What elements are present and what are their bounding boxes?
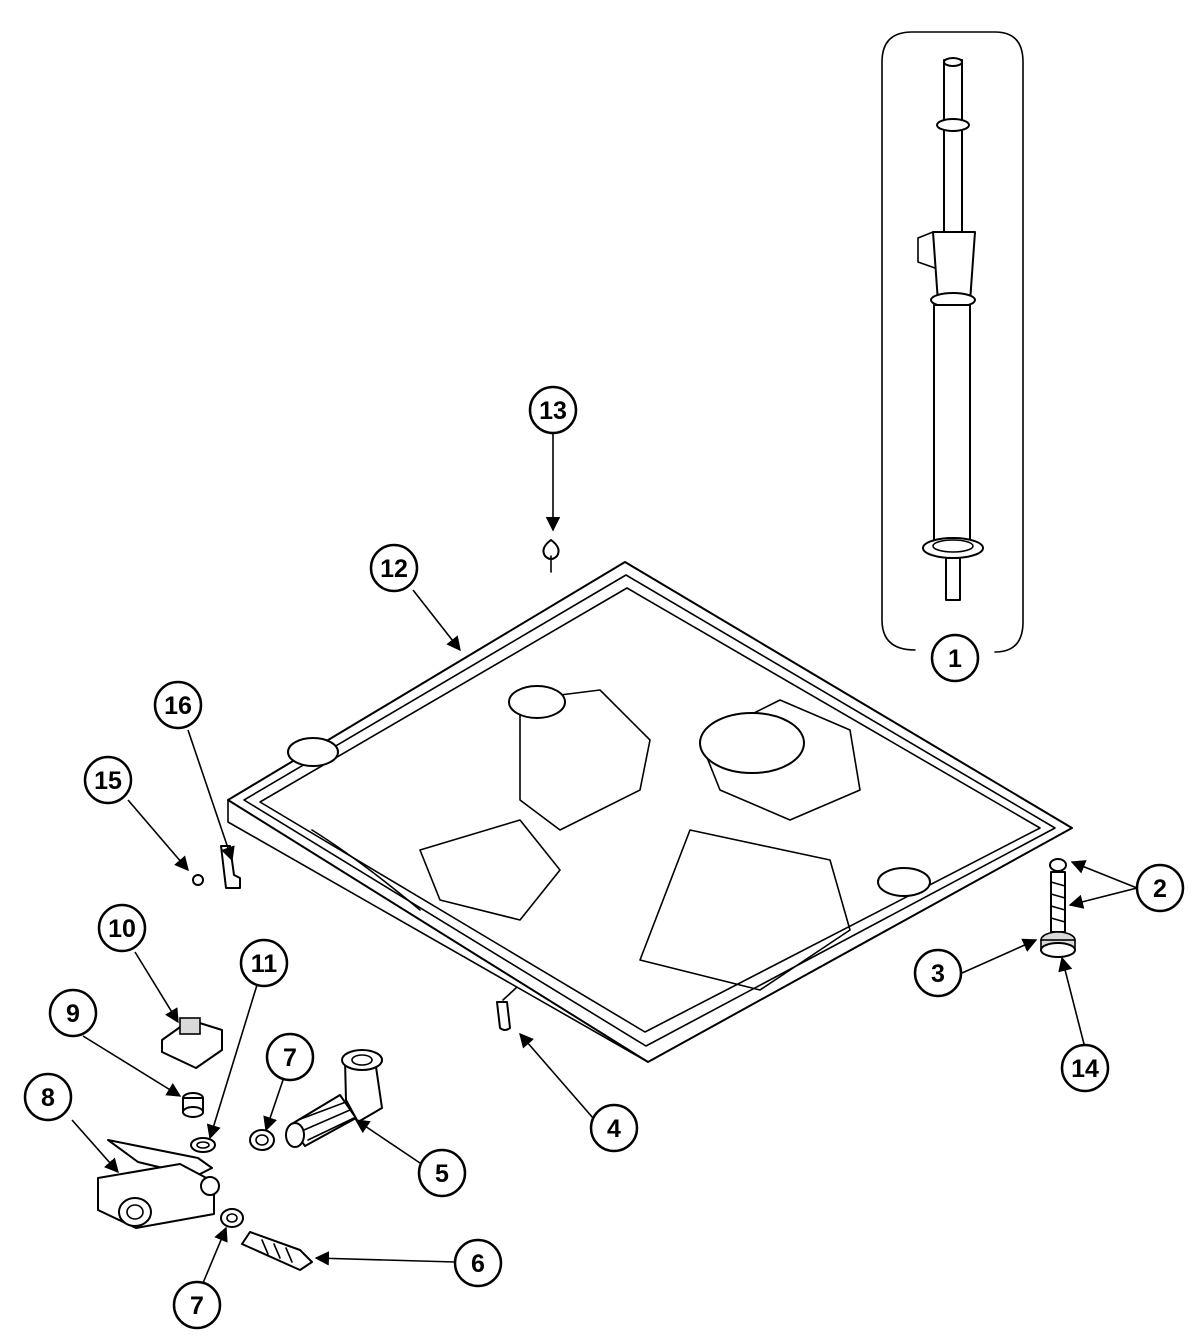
plug-part [182,1092,204,1118]
callout-1-label: 1 [948,645,962,673]
callout-15: 15 [83,755,133,805]
screw-part [192,874,204,886]
callout-6-label: 6 [471,1250,485,1278]
pump-cover [161,1017,223,1069]
callout-9-label: 9 [66,1000,80,1028]
callout-3-label: 3 [931,960,945,988]
callout-8-label: 8 [41,1084,55,1112]
callout-13: 13 [528,385,578,435]
callout-15-label: 15 [94,767,122,795]
callout-7-upper-label: 7 [283,1044,297,1072]
ring-part [190,1137,216,1153]
callout-12: 12 [369,543,419,593]
callout-10: 10 [97,903,147,953]
callout-16-label: 16 [164,692,192,720]
suspension-rod-inset [881,31,1024,653]
callout-11: 11 [239,938,289,988]
callout-7-upper: 7 [265,1032,315,1082]
callout-5-label: 5 [435,1160,449,1188]
bracket-part [220,845,241,889]
hose-clamp-upper [249,1129,275,1151]
callout-14-label: 14 [1071,1055,1099,1083]
leveling-leg [1040,858,1076,958]
callout-11-label: 11 [251,950,278,978]
callout-4: 4 [589,1103,639,1153]
callout-8: 8 [23,1072,73,1122]
hose-clamp-lower [220,1208,244,1228]
base-frame [227,561,1073,1063]
callout-16: 16 [153,680,203,730]
callout-7-lower: 7 [172,1280,222,1330]
callout-6: 6 [453,1238,503,1288]
pump-hose [241,1231,313,1271]
callout-10-label: 10 [108,915,136,943]
drain-pump [97,1139,220,1229]
callout-3: 3 [913,948,963,998]
callout-2-label: 2 [1153,875,1167,903]
leader-lines [71,432,1138,1284]
callout-1: 1 [930,633,980,683]
callout-2: 2 [1135,863,1185,913]
callout-12-label: 12 [380,555,408,583]
callout-9: 9 [48,988,98,1038]
callout-4-label: 4 [607,1115,621,1143]
drain-hose-elbow [285,1049,383,1148]
clip-part [542,539,560,573]
callout-13-label: 13 [539,397,567,425]
callout-14: 14 [1060,1043,1110,1093]
callout-7-lower-label: 7 [190,1292,204,1320]
clip-part-4 [496,987,517,1031]
callout-5: 5 [417,1148,467,1198]
